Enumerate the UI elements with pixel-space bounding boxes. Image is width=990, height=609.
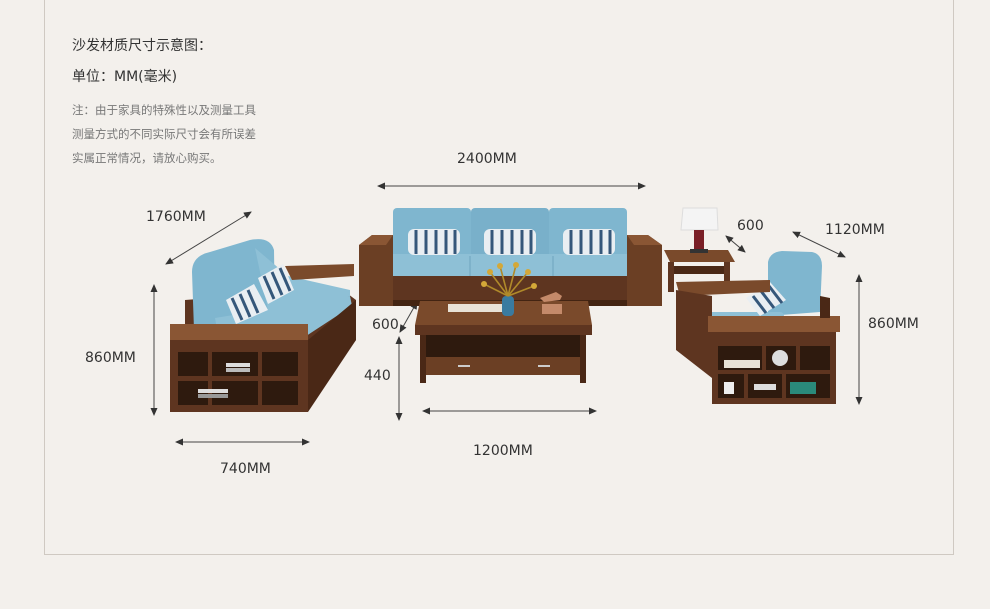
- content-frame: [44, 0, 954, 555]
- dim-line-600-side: [725, 235, 746, 253]
- dim-label-860-right: 860MM: [868, 316, 919, 332]
- dim-label-860-left: 860MM: [85, 350, 136, 366]
- striped-pillow: [563, 229, 615, 255]
- dim-line-1760: [165, 211, 252, 265]
- dim-label-740: 740MM: [220, 461, 271, 477]
- dim-line-600-table: [399, 301, 418, 333]
- striped-pillow: [408, 229, 460, 255]
- striped-pillow: [484, 229, 536, 255]
- loveseat: [170, 239, 356, 412]
- striped-pillow: [746, 282, 786, 316]
- note-line-1: 注：由于家具的特殊性以及测量工具: [72, 103, 256, 117]
- note-line-3: 实属正常情况，请放心购买。: [72, 151, 222, 165]
- page-title: 沙发材质尺寸示意图：: [72, 38, 212, 54]
- three-seat-sofa: [359, 208, 662, 306]
- striped-pillow: [226, 284, 268, 324]
- dimension-lines: [150, 182, 863, 446]
- dim-label-600-table: 600: [372, 317, 399, 333]
- side-table: [664, 207, 735, 292]
- striped-pillow: [258, 264, 294, 304]
- dim-label-1200: 1200MM: [473, 443, 533, 459]
- dim-label-1760: 1760MM: [146, 209, 206, 225]
- dim-label-440: 440: [364, 368, 391, 384]
- armchair: [676, 251, 840, 404]
- dim-label-2400: 2400MM: [457, 151, 517, 167]
- table-lamp: [680, 207, 719, 253]
- dim-label-1120: 1120MM: [825, 222, 885, 238]
- note-line-2: 测量方式的不同实际尺寸会有所误差: [72, 127, 256, 141]
- dim-line-1120: [792, 231, 846, 258]
- unit-label: 单位：MM(毫米): [72, 69, 178, 85]
- dim-label-600-side: 600: [737, 218, 764, 234]
- coffee-table: [415, 262, 592, 383]
